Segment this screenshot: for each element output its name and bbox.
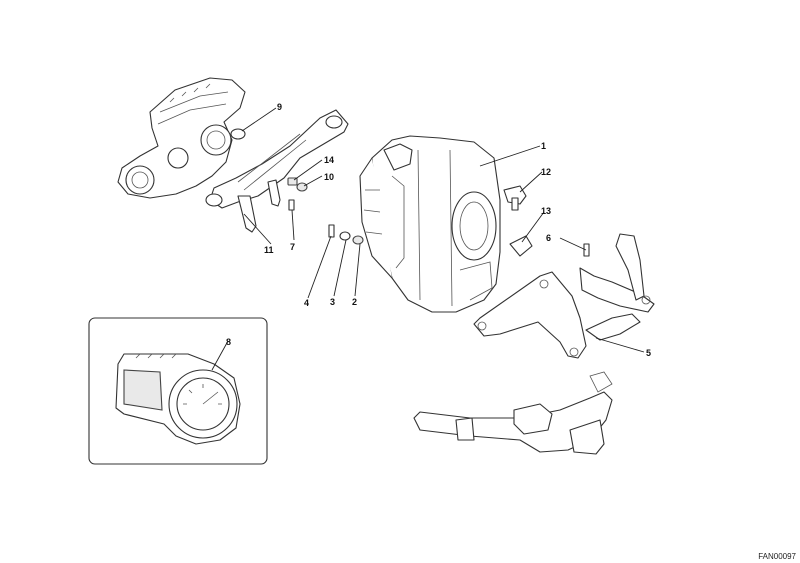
- callout-10: 10: [324, 172, 334, 182]
- callout-4: 4: [304, 298, 309, 308]
- leader-lines: [211, 107, 645, 371]
- top-yoke: [117, 77, 246, 199]
- callout-1: 1: [541, 141, 546, 151]
- small-fasteners-left: [230, 128, 364, 245]
- support-frame: [473, 233, 655, 359]
- instrument-bracket: [205, 109, 349, 233]
- callout-6: 6: [546, 233, 551, 243]
- callout-7: 7: [290, 242, 295, 252]
- callout-3: 3: [330, 297, 335, 307]
- instrument-inset: [88, 317, 268, 465]
- callout-13: 13: [541, 206, 551, 216]
- callout-8: 8: [226, 337, 231, 347]
- callout-2: 2: [352, 297, 357, 307]
- drawing-code: FAN00097: [758, 552, 796, 561]
- callout-12: 12: [541, 167, 551, 177]
- callout-5: 5: [646, 348, 651, 358]
- callout-9: 9: [277, 102, 282, 112]
- callout-labels: 1 2 3 4 5 6 7 8 9 10 11 12 13 14: [226, 102, 651, 358]
- callout-11: 11: [264, 245, 274, 255]
- callout-14: 14: [324, 155, 334, 165]
- headlight-fairing: [359, 135, 501, 313]
- lower-subframe: [413, 371, 613, 455]
- small-fasteners-right: [503, 185, 590, 257]
